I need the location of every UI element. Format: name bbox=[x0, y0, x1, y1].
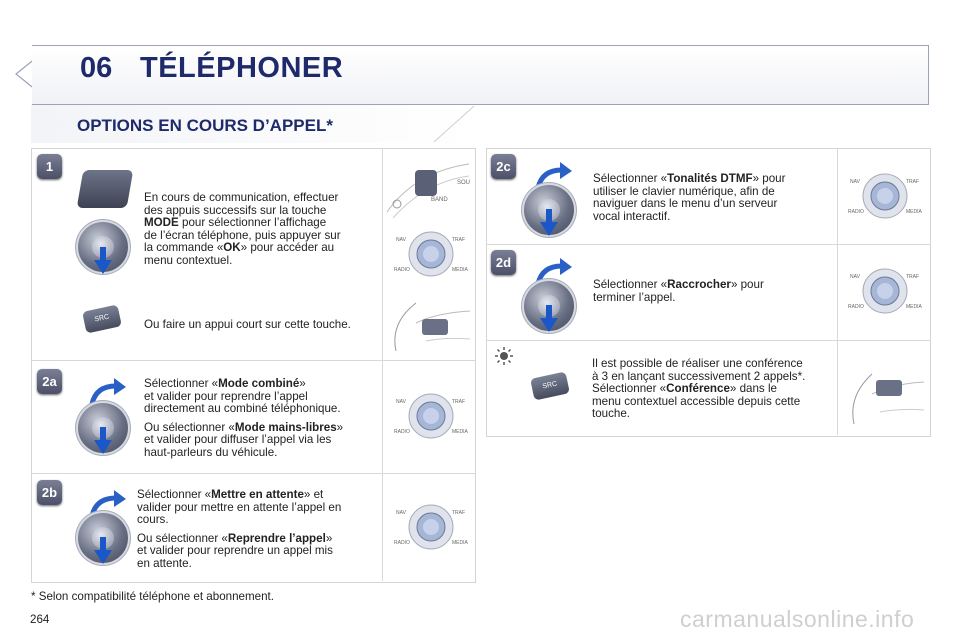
separator bbox=[31, 360, 475, 361]
section-slant-decoration bbox=[433, 105, 475, 143]
svg-text:RADIO: RADIO bbox=[394, 429, 410, 435]
svg-text:TRAF: TRAF bbox=[452, 510, 465, 516]
step-badge-2d: 2d bbox=[491, 250, 516, 275]
svg-text:MEDIA: MEDIA bbox=[452, 267, 469, 273]
svg-text:NAV: NAV bbox=[396, 399, 407, 405]
push-arrow-icon bbox=[100, 427, 106, 443]
push-arrow-icon bbox=[546, 209, 552, 225]
svg-text:MEDIA: MEDIA bbox=[906, 304, 923, 310]
chapter-number: 06 bbox=[80, 52, 113, 84]
push-arrow-icon bbox=[546, 305, 552, 321]
header-bar bbox=[32, 45, 929, 105]
mode-button-icon bbox=[76, 170, 134, 208]
svg-text:TRAF: TRAF bbox=[452, 399, 465, 405]
control-panel-illustration: NAV TRAF RADIO MEDIA bbox=[394, 393, 469, 439]
section-title-bar bbox=[31, 105, 471, 143]
step-2c-text: Sélectionner «Tonalités DTMF» pour utili… bbox=[593, 172, 786, 223]
section-title: OPTIONS EN COURS D’APPEL* bbox=[77, 116, 333, 135]
step-2d-text: Sélectionner «Raccrocher» pour terminer … bbox=[593, 278, 764, 304]
step-badge-1: 1 bbox=[37, 154, 62, 179]
step-2b-text: Sélectionner «Mettre en attente» et vali… bbox=[137, 488, 342, 570]
chapter-title: TÉLÉPHONER bbox=[140, 52, 344, 84]
step-badge-2a: 2a bbox=[37, 369, 62, 394]
select-arrow-icon bbox=[535, 162, 572, 189]
push-arrow-head-icon bbox=[94, 550, 112, 564]
svg-text:TRAF: TRAF bbox=[906, 179, 919, 185]
control-panel-illustration: NAV TRAF RADIO MEDIA bbox=[394, 231, 469, 277]
watermark: carmanualsonline.info bbox=[680, 606, 915, 632]
svg-text:NAV: NAV bbox=[396, 510, 407, 516]
svg-text:SOU: SOU bbox=[457, 180, 470, 186]
svg-text:BAND: BAND bbox=[431, 197, 448, 203]
steering-wheel-illustration bbox=[852, 373, 925, 425]
dashboard-mode-illustration: BAND SOU bbox=[385, 152, 471, 220]
left-panel bbox=[31, 148, 476, 583]
select-arrow-icon bbox=[89, 378, 126, 405]
select-arrow-icon bbox=[89, 490, 126, 517]
svg-text:NAV: NAV bbox=[850, 179, 861, 185]
footnote: * Selon compatibilité téléphone et abonn… bbox=[31, 590, 274, 603]
steering-wheel-illustration bbox=[394, 302, 471, 352]
svg-text:NAV: NAV bbox=[850, 274, 861, 280]
svg-text:MEDIA: MEDIA bbox=[452, 540, 469, 546]
svg-text:MEDIA: MEDIA bbox=[452, 429, 469, 435]
svg-text:MEDIA: MEDIA bbox=[906, 209, 923, 215]
push-arrow-head-icon bbox=[94, 260, 112, 274]
separator bbox=[486, 244, 930, 245]
step-1-text: En cours de communication, effectuer des… bbox=[144, 191, 341, 267]
separator bbox=[31, 473, 475, 474]
select-arrow-icon bbox=[535, 258, 572, 285]
svg-text:NAV: NAV bbox=[396, 237, 407, 243]
svg-text:TRAF: TRAF bbox=[452, 237, 465, 243]
step-2a-text: Sélectionner «Mode combiné» et valider p… bbox=[144, 377, 344, 459]
step-badge-2c: 2c bbox=[491, 154, 516, 179]
push-arrow-icon bbox=[100, 537, 106, 553]
push-arrow-head-icon bbox=[540, 222, 558, 236]
push-arrow-icon bbox=[100, 247, 106, 263]
svg-text:RADIO: RADIO bbox=[848, 209, 864, 215]
control-panel-illustration: NAV TRAF RADIO MEDIA bbox=[848, 173, 923, 219]
page-number: 264 bbox=[30, 613, 50, 626]
control-panel-illustration: NAV TRAF RADIO MEDIA bbox=[848, 268, 923, 314]
step-badge-2b: 2b bbox=[37, 480, 62, 505]
tip-text: Il est possible de réaliser une conféren… bbox=[592, 357, 806, 421]
right-panel-divider bbox=[837, 148, 838, 435]
svg-text:RADIO: RADIO bbox=[394, 540, 410, 546]
control-panel-illustration: NAV TRAF RADIO MEDIA bbox=[394, 504, 469, 550]
left-panel-divider bbox=[382, 148, 383, 581]
svg-text:RADIO: RADIO bbox=[394, 267, 410, 273]
lightbulb-tip-icon bbox=[495, 347, 513, 365]
step-1-text-alt: Ou faire un appui court sur cette touche… bbox=[144, 318, 351, 331]
push-arrow-head-icon bbox=[540, 318, 558, 332]
svg-text:TRAF: TRAF bbox=[906, 274, 919, 280]
separator bbox=[486, 340, 930, 341]
push-arrow-head-icon bbox=[94, 440, 112, 454]
svg-text:RADIO: RADIO bbox=[848, 304, 864, 310]
